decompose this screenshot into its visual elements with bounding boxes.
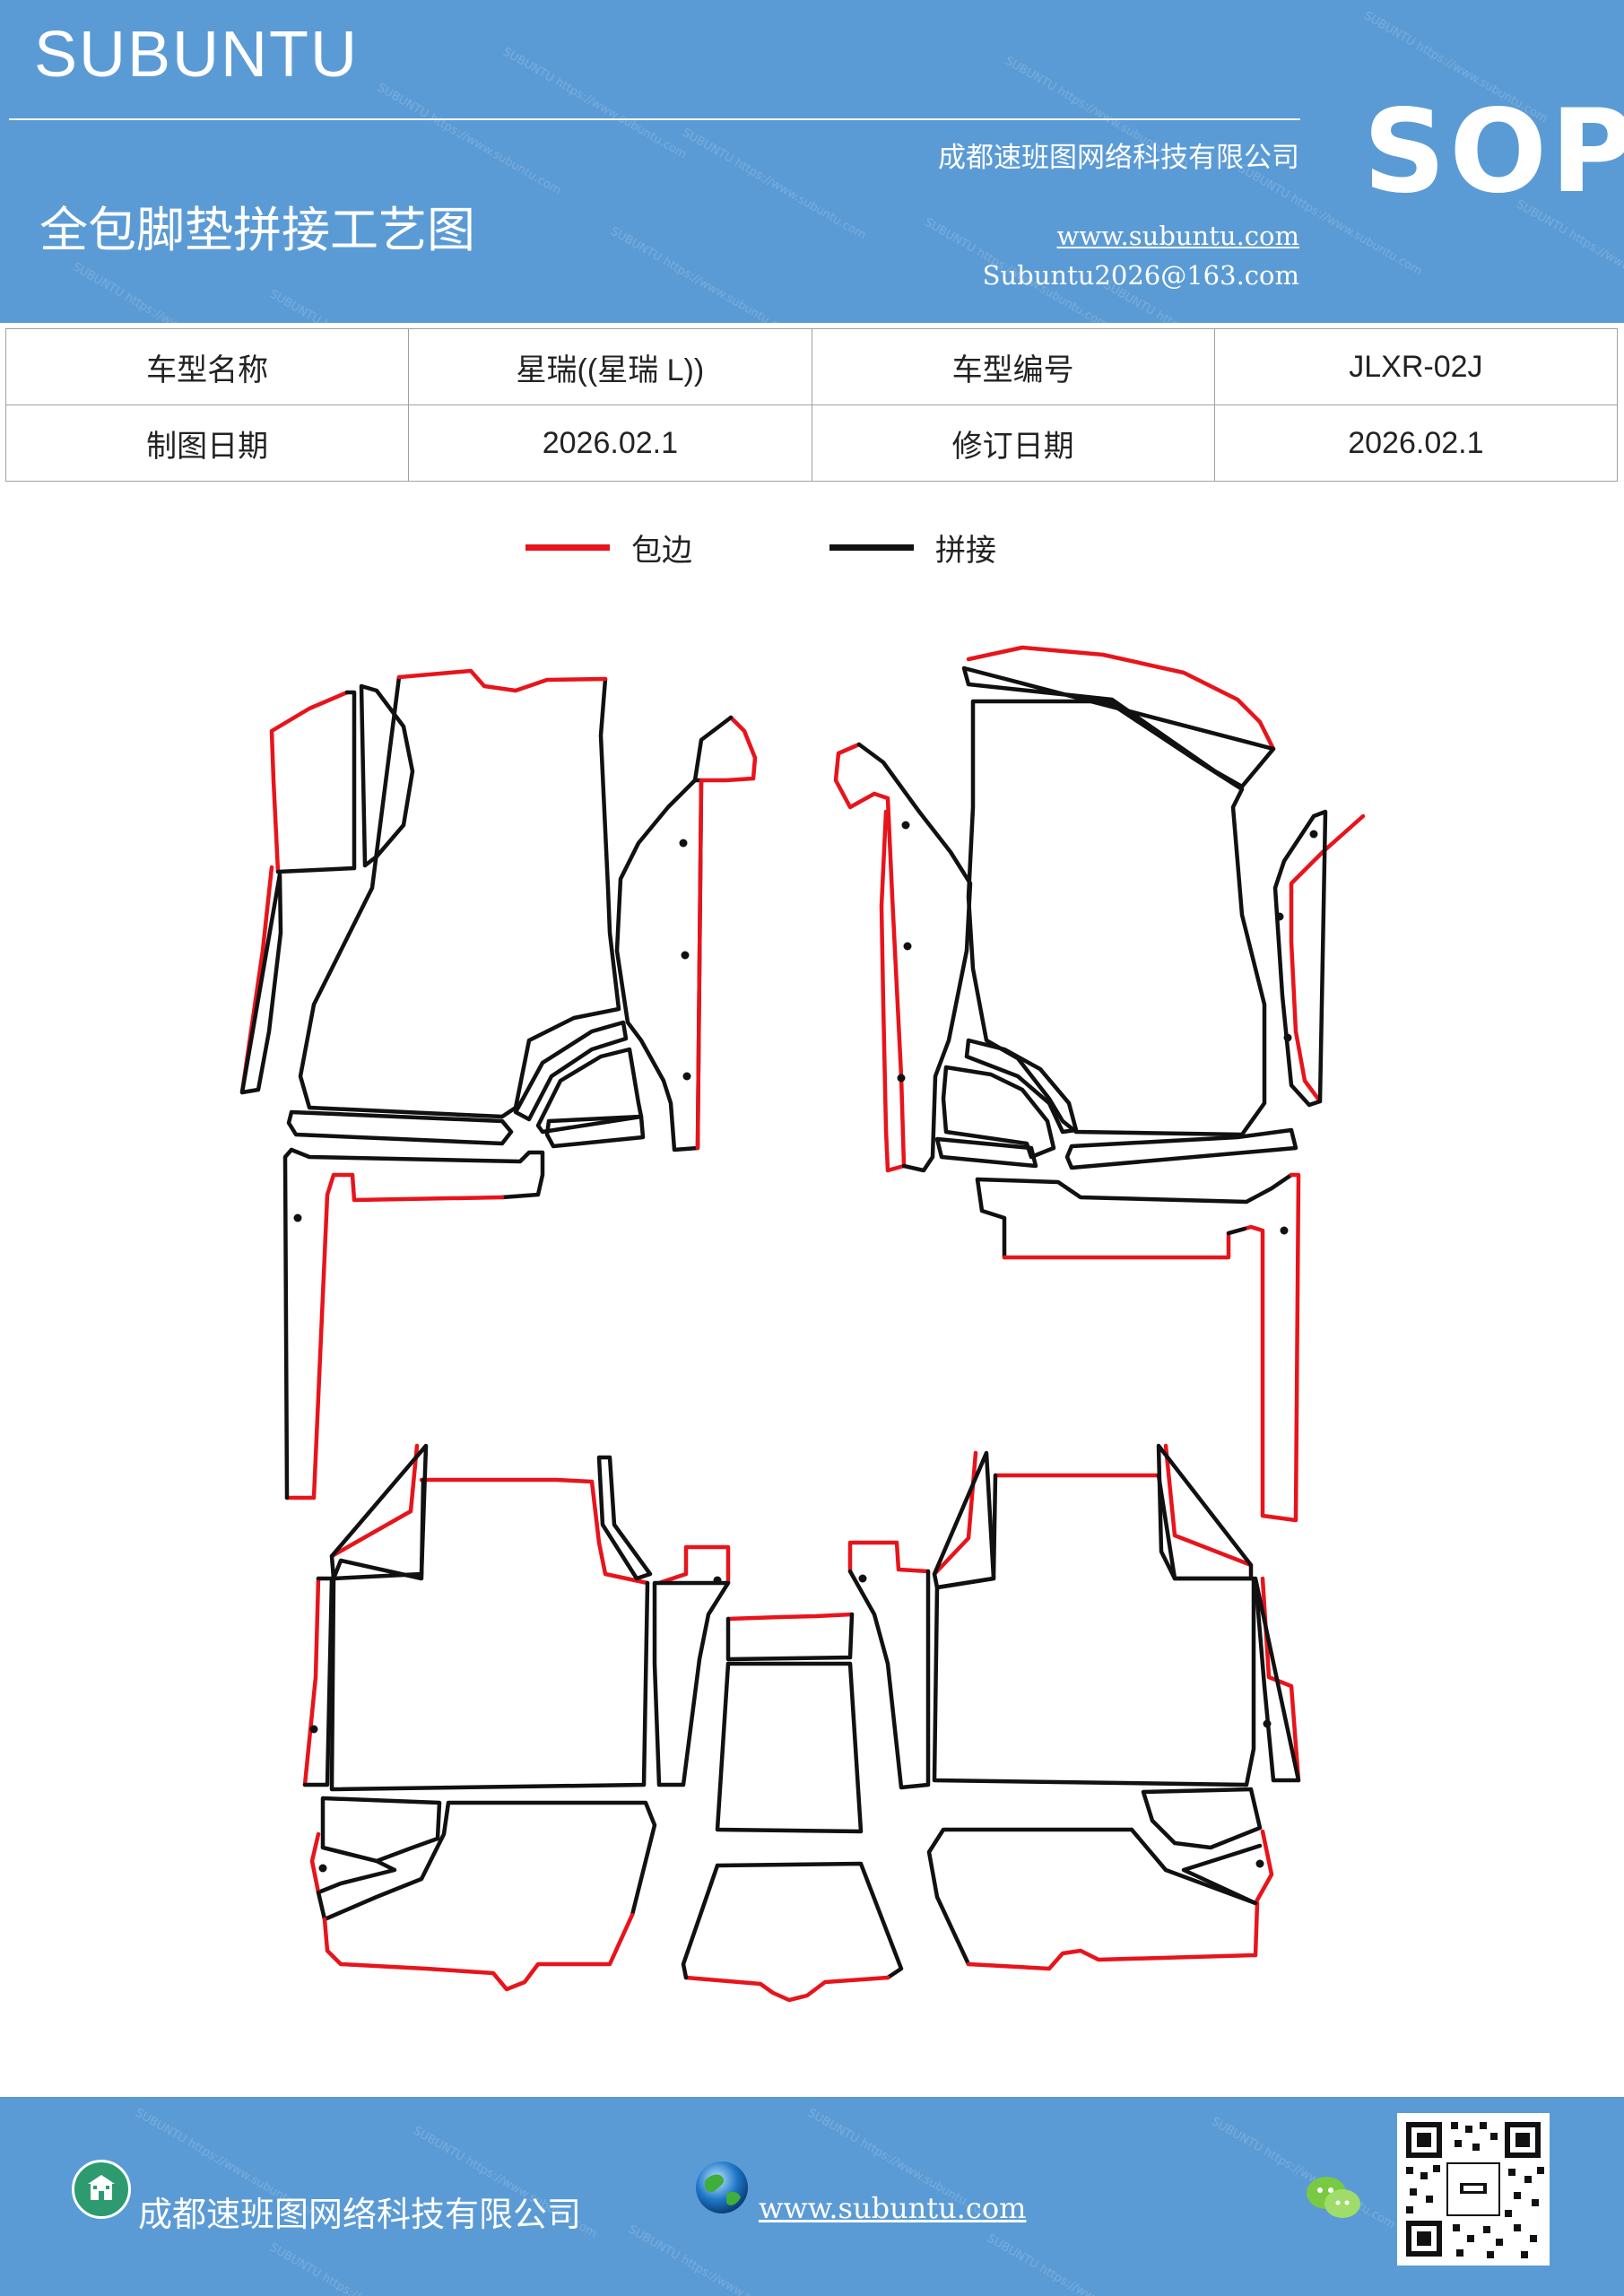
footer-url-link[interactable]: www.subuntu.com <box>759 2191 1027 2225</box>
header-divider <box>9 118 1300 120</box>
revise-date-value: 2026.02.1 <box>1213 404 1619 482</box>
legend-splice-label: 拼接 <box>935 532 996 569</box>
globe-icon <box>696 2161 748 2213</box>
wechat-icon <box>1307 2177 1360 2218</box>
legend-splice-swatch <box>829 544 914 551</box>
floor-mat-splice-diagram <box>239 645 1366 2003</box>
svg-text:SUBUNTU https://www.subuntu.co: SUBUNTU https://www.subuntu.com <box>267 2240 456 2296</box>
page-title: 全包脚垫拼接工艺图 <box>39 202 475 258</box>
rear-center-mat <box>681 1612 904 2003</box>
table-row: 制图日期 2026.02.1 修订日期 2026.02.1 <box>4 404 1619 482</box>
front-right-mat <box>833 645 1366 1523</box>
model-code-label: 车型编号 <box>811 328 1215 405</box>
rear-right-mat <box>847 1443 1301 1971</box>
front-left-mat <box>239 668 758 1500</box>
footer-banner: SUBUNTU https://www.subuntu.com SUBUNTU … <box>0 2097 1624 2296</box>
revise-date-label: 修订日期 <box>811 404 1215 482</box>
header-banner: SUBUNTU https://www.subuntu.com SUBUNTU … <box>0 0 1624 323</box>
vehicle-info-table: 车型名称 星瑞((星瑞 L)) 车型编号 JLXR-02J 制图日期 2026.… <box>4 328 1619 482</box>
svg-text:SUBUNTU https://www.subuntu.co: SUBUNTU https://www.subuntu.com <box>680 126 868 242</box>
header-company: 成都速班图网络科技有限公司 <box>938 142 1299 174</box>
legend-splice: 拼接 <box>829 525 996 570</box>
svg-text:SUBUNTU https://www.subuntu.co: SUBUNTU https://www.subuntu.com <box>70 260 258 323</box>
header-url-link[interactable]: www.subuntu.com <box>1056 221 1299 251</box>
header-email: Subuntu2026@163.com <box>982 260 1299 291</box>
draw-date-value: 2026.02.1 <box>408 404 812 482</box>
svg-text:SUBUNTU https://www.subuntu.co: SUBUNTU https://www.subuntu.com <box>375 81 563 197</box>
model-name-value: 星瑞((星瑞 L)) <box>408 328 812 405</box>
svg-text:SUBUNTU https://www.subuntu.co: SUBUNTU https://www.subuntu.com <box>608 224 796 323</box>
legend-edge: 包边 <box>525 525 692 570</box>
legend-edge-swatch <box>525 544 610 551</box>
qr-code[interactable] <box>1397 2113 1550 2266</box>
brand-name: SUBUNTU <box>34 19 360 91</box>
legend-edge-label: 包边 <box>631 532 692 569</box>
model-code-value: JLXR-02J <box>1213 328 1619 405</box>
svg-text:SUBUNTU https://www.subuntu.co: SUBUNTU https://www.subuntu.com <box>500 45 689 161</box>
footer-company: 成都速班图网络科技有限公司 <box>138 2195 582 2234</box>
svg-text:SUBUNTU https://www.subuntu.co: SUBUNTU https://www.subuntu.com <box>267 287 456 323</box>
rear-left-mat <box>302 1443 731 1992</box>
sop-badge: SOP <box>1363 85 1624 219</box>
draw-date-label: 制图日期 <box>4 404 410 482</box>
model-name-label: 车型名称 <box>4 328 410 405</box>
svg-text:SUBUNTU https://www.subuntu.co: SUBUNTU https://www.subuntu.com <box>985 2231 1173 2296</box>
building-icon <box>72 2160 131 2219</box>
table-row: 车型名称 星瑞((星瑞 L)) 车型编号 JLXR-02J <box>4 328 1619 405</box>
svg-text:SUBUNTU https://www.subuntu.co: SUBUNTU https://www.subuntu.com <box>626 2222 814 2296</box>
